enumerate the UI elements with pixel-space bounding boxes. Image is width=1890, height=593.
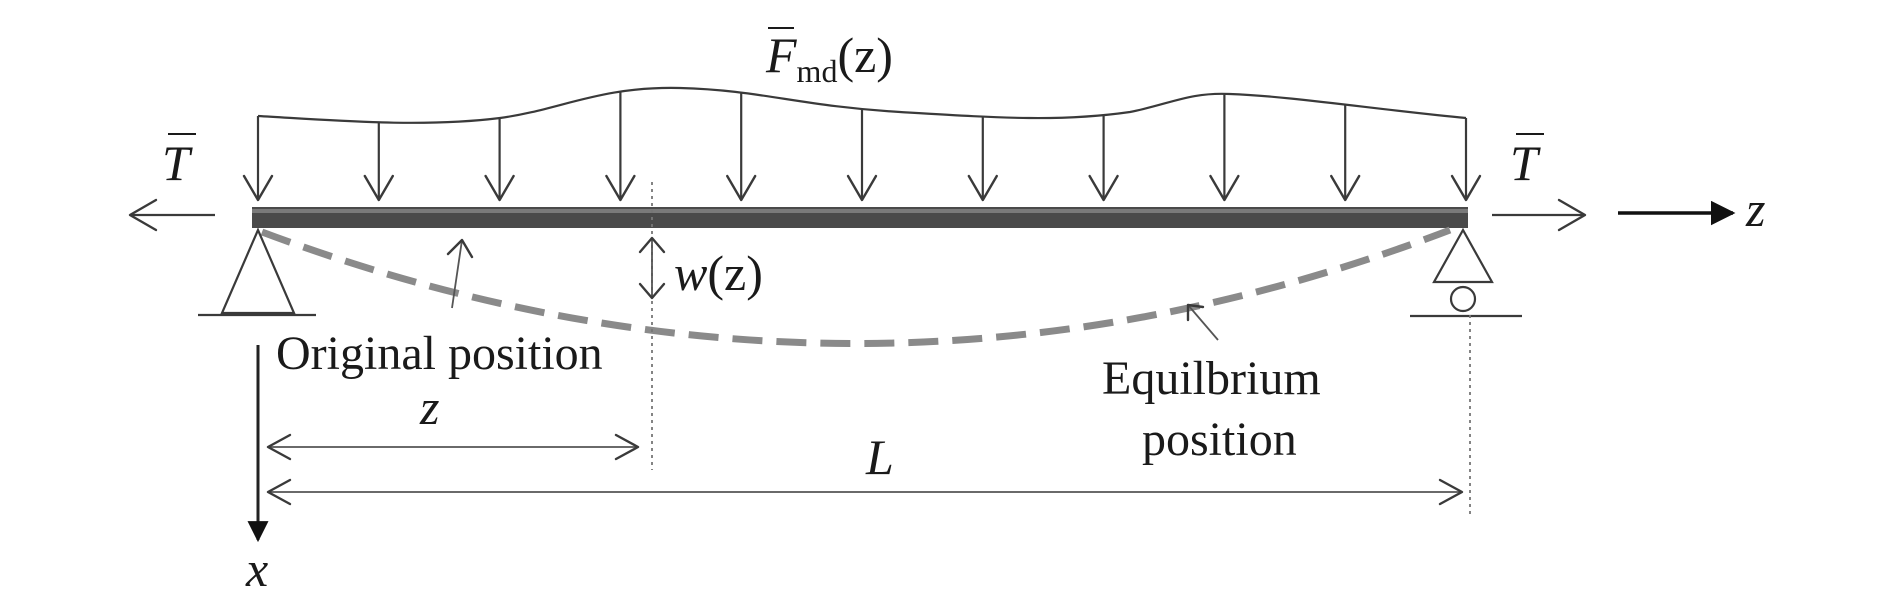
length-label: L bbox=[865, 429, 894, 485]
tension-left-arrow bbox=[128, 198, 215, 232]
z-dimension-label: z bbox=[419, 379, 439, 435]
z-axis-label: z bbox=[1745, 181, 1765, 237]
deflection-label: w(z) bbox=[674, 245, 763, 301]
load-arrow bbox=[1329, 104, 1361, 202]
load-arrow bbox=[363, 122, 394, 202]
original-position-pointer bbox=[446, 238, 474, 309]
tension-right-arrow bbox=[1492, 198, 1587, 232]
x-axis-label: x bbox=[245, 541, 268, 593]
length-dimension bbox=[266, 478, 1464, 506]
load-arrow bbox=[1209, 93, 1240, 202]
z-dimension bbox=[266, 433, 640, 461]
tension-left-label: T bbox=[162, 135, 193, 191]
load-arrow bbox=[242, 116, 274, 202]
load-arrow bbox=[846, 109, 878, 202]
load-label: Fmd(z) bbox=[765, 27, 893, 89]
equilibrium-label-line2: position bbox=[1142, 413, 1297, 466]
beam-highlight bbox=[252, 209, 1468, 213]
original-position-label: Original position bbox=[276, 327, 603, 380]
load-arrow bbox=[967, 116, 998, 202]
equilibrium-position-pointer bbox=[1186, 303, 1219, 341]
tension-right-label: T bbox=[1510, 135, 1541, 191]
load-arrow bbox=[1088, 115, 1119, 202]
load-arrow bbox=[605, 91, 636, 202]
load-arrows bbox=[242, 91, 1482, 202]
load-arrow bbox=[726, 92, 757, 202]
equilibrium-curve bbox=[260, 226, 1452, 347]
roller-support bbox=[1410, 227, 1522, 318]
load-profile-curve bbox=[257, 86, 1467, 124]
load-arrow bbox=[484, 118, 515, 202]
pin-support bbox=[198, 227, 316, 317]
deflection-arrow bbox=[638, 236, 666, 300]
load-arrow bbox=[1450, 117, 1482, 202]
equilibrium-label-line1: Equilbrium bbox=[1102, 352, 1321, 405]
